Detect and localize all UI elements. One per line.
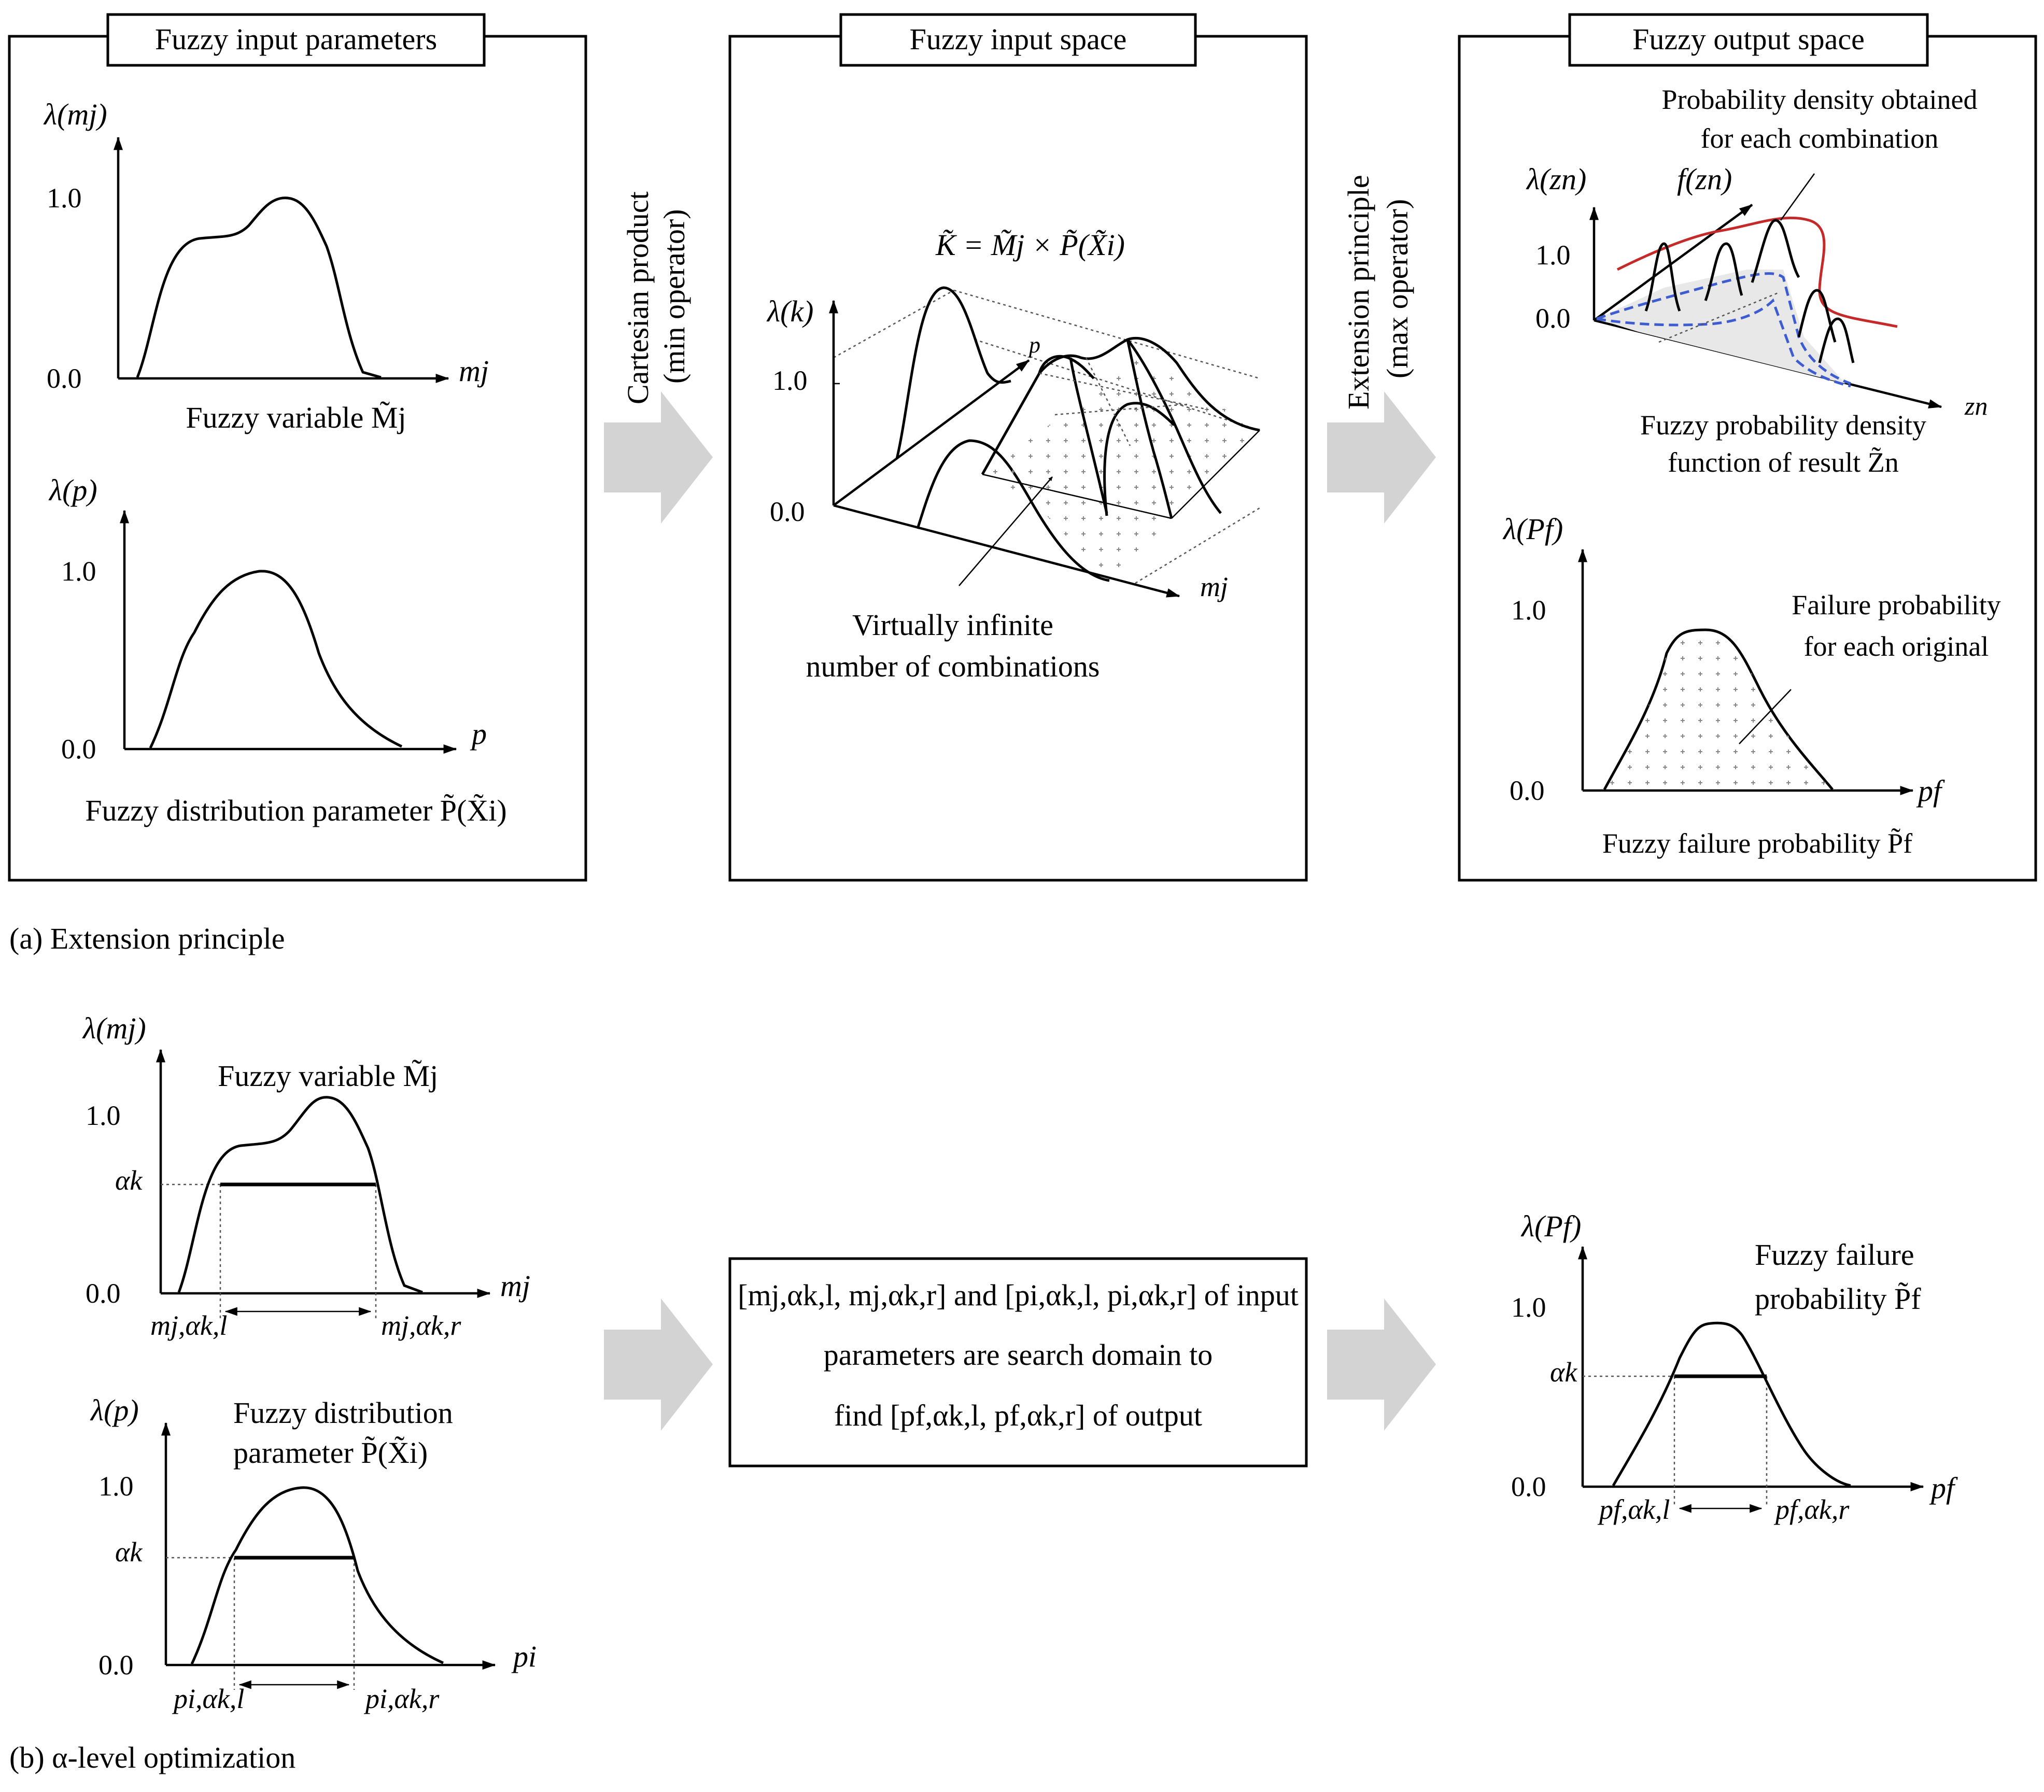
arrow1-label-line2: (min operator) bbox=[657, 209, 691, 384]
b1-tick-bottom: 0.0 bbox=[86, 1278, 121, 1309]
output-f-label: f(zn) bbox=[1677, 162, 1732, 196]
b1-ylabel: λ(mj) bbox=[82, 1011, 146, 1045]
b2-tick-bottom: 0.0 bbox=[98, 1649, 134, 1681]
input-chart-p: λ(p) 1.0 0.0 p Fuzzy distribution parame… bbox=[48, 473, 507, 827]
arrow1-label-line1: Cartesian product bbox=[621, 191, 655, 404]
output-tick-top2: 1.0 bbox=[1511, 595, 1546, 626]
output-failure-chart: λ(Pf) 1.0 0.0 pf Failure probability for… bbox=[1502, 512, 2001, 859]
center-box-line1: [mj,αk,l, mj,αk,r] and [pi,αk,l, pi,αk,r… bbox=[738, 1278, 1299, 1312]
output-space-title: Fuzzy output space bbox=[1632, 22, 1865, 56]
arrow-extension-principle: Extension principle (max operator) bbox=[1327, 175, 1436, 524]
output-axis-z: zn bbox=[1964, 391, 1987, 420]
fail-note-line2: for each original bbox=[1804, 631, 1989, 662]
fail-note-line1: Failure probability bbox=[1792, 589, 2000, 620]
input-space-axis-p: p bbox=[1027, 332, 1040, 358]
panel-a-caption: (a) Extension principle bbox=[9, 922, 285, 955]
b2-xlabel: pi bbox=[511, 1640, 537, 1673]
output-tick-top1: 1.0 bbox=[1535, 239, 1571, 271]
b3-title-line1: Fuzzy failure bbox=[1755, 1238, 1914, 1272]
b2-title-line2: parameter P̃(X̃i) bbox=[233, 1436, 428, 1470]
input-space-note-line1: Virtually infinite bbox=[852, 608, 1053, 642]
arrow2-label-line1: Extension principle bbox=[1342, 175, 1375, 410]
chart2-tick-bottom: 0.0 bbox=[61, 733, 96, 765]
b1-tick-top: 1.0 bbox=[86, 1100, 121, 1131]
output-ylabel2: λ(Pf) bbox=[1502, 512, 1563, 546]
panel-b: λ(mj) Fuzzy variable M̃j 1.0 αk 0.0 mj m… bbox=[9, 1011, 1958, 1774]
output-pdf-3d-plot: zn bbox=[1589, 173, 1987, 420]
center-box-line3: find [pf,αk,l, pf,αk,r] of output bbox=[834, 1399, 1202, 1432]
p-membership-curve bbox=[149, 570, 403, 749]
input-space-formula: K̃ = M̃j × P̃(X̃i) bbox=[935, 228, 1125, 262]
chart1-caption: Fuzzy variable M̃j bbox=[186, 401, 406, 434]
b2-right-bound: pi,αk,r bbox=[363, 1683, 440, 1714]
chart2-xlabel: p bbox=[470, 717, 487, 751]
b3-right-bound: pf,αk,r bbox=[1773, 1494, 1850, 1525]
pdf-caption-line2: function of result Z̃n bbox=[1668, 447, 1898, 478]
chart1-tick-top: 1.0 bbox=[47, 182, 82, 214]
pdf-caption-line1: Fuzzy probability density bbox=[1640, 410, 1926, 441]
b2-title-line1: Fuzzy distribution bbox=[233, 1396, 453, 1430]
alpha-chart-p: λ(p) Fuzzy distribution parameter P̃(X̃i… bbox=[90, 1393, 537, 1714]
chart1-ylabel: λ(mj) bbox=[43, 97, 107, 131]
fail-caption: Fuzzy failure probability P̃f bbox=[1602, 828, 1912, 859]
mj-membership-curve bbox=[136, 196, 382, 379]
output-xlabel2: pf bbox=[1916, 774, 1945, 808]
b3-ylabel: λ(Pf) bbox=[1520, 1209, 1581, 1243]
arrow-to-output bbox=[1327, 1299, 1436, 1431]
chart2-ylabel: λ(p) bbox=[48, 473, 97, 507]
chart1-xlabel: mj bbox=[459, 354, 489, 388]
b1-right-bound: mj,αk,r bbox=[381, 1310, 461, 1341]
arrow-cartesian-product: Cartesian product (min operator) bbox=[604, 191, 713, 524]
input-space-box: Fuzzy input space K̃ = M̃j × P̃(X̃i) λ(k… bbox=[728, 13, 1308, 882]
input-space-3d-plot: p mj bbox=[829, 286, 1260, 602]
input-space-tick-top: 1.0 bbox=[772, 365, 808, 396]
input-space-ylabel: λ(k) bbox=[766, 294, 814, 328]
chart1-tick-bottom: 0.0 bbox=[47, 363, 82, 394]
b3-xlabel: pf bbox=[1929, 1471, 1958, 1505]
input-parameters-title: Fuzzy input parameters bbox=[155, 22, 437, 56]
b2-tick-top: 1.0 bbox=[98, 1471, 134, 1502]
b3-left-bound: pf,αk,l bbox=[1597, 1494, 1670, 1525]
input-space-axis-m: mj bbox=[1200, 571, 1228, 602]
output-note-line2: for each combination bbox=[1701, 123, 1939, 154]
arrow-to-search-domain bbox=[604, 1299, 713, 1431]
panel-b-caption: (b) α-level optimization bbox=[9, 1741, 295, 1774]
panel-a: Fuzzy input parameters λ(mj) 1.0 0.0 mj … bbox=[8, 13, 2037, 955]
b1-tick-alpha: αk bbox=[115, 1165, 143, 1196]
arrow2-label-line2: (max operator) bbox=[1380, 199, 1414, 378]
search-domain-box: [mj,αk,l, mj,αk,r] and [pi,αk,l, pi,αk,r… bbox=[728, 1257, 1308, 1468]
center-box-line2: parameters are search domain to bbox=[824, 1338, 1213, 1372]
b2-left-bound: pi,αk,l bbox=[172, 1683, 244, 1714]
b2-tick-alpha: αk bbox=[115, 1536, 143, 1568]
output-space-box: Fuzzy output space Probability density o… bbox=[1458, 13, 2037, 882]
output-ylabel1: λ(zn) bbox=[1526, 162, 1586, 196]
b1-xlabel: mj bbox=[500, 1269, 530, 1303]
input-space-title: Fuzzy input space bbox=[910, 22, 1127, 56]
b2-ylabel: λ(p) bbox=[90, 1393, 139, 1427]
input-parameters-box: Fuzzy input parameters λ(mj) 1.0 0.0 mj … bbox=[8, 13, 587, 882]
b1-title: Fuzzy variable M̃j bbox=[218, 1059, 438, 1093]
input-space-note-line2: number of combinations bbox=[806, 650, 1099, 683]
chart2-tick-top: 1.0 bbox=[61, 556, 96, 587]
input-space-tick-bottom: 0.0 bbox=[770, 496, 805, 527]
output-tick-bottom1: 0.0 bbox=[1535, 303, 1571, 334]
alpha-chart-mj: λ(mj) Fuzzy variable M̃j 1.0 αk 0.0 mj m… bbox=[82, 1011, 530, 1341]
b1-left-bound: mj,αk,l bbox=[150, 1310, 227, 1341]
output-tick-bottom2: 0.0 bbox=[1510, 775, 1545, 806]
b3-tick-bottom: 0.0 bbox=[1511, 1471, 1546, 1502]
input-chart-mj: λ(mj) 1.0 0.0 mj Fuzzy variable M̃j bbox=[43, 97, 489, 434]
b3-tick-top: 1.0 bbox=[1511, 1292, 1546, 1323]
output-note-line1: Probability density obtained bbox=[1662, 84, 1978, 115]
b3-title-line2: probability P̃f bbox=[1755, 1282, 1921, 1316]
chart2-caption: Fuzzy distribution parameter P̃(X̃i) bbox=[85, 794, 506, 827]
alpha-chart-pf: λ(Pf) Fuzzy failure probability P̃f 1.0 … bbox=[1511, 1209, 1958, 1525]
b3-tick-alpha: αk bbox=[1550, 1357, 1577, 1388]
